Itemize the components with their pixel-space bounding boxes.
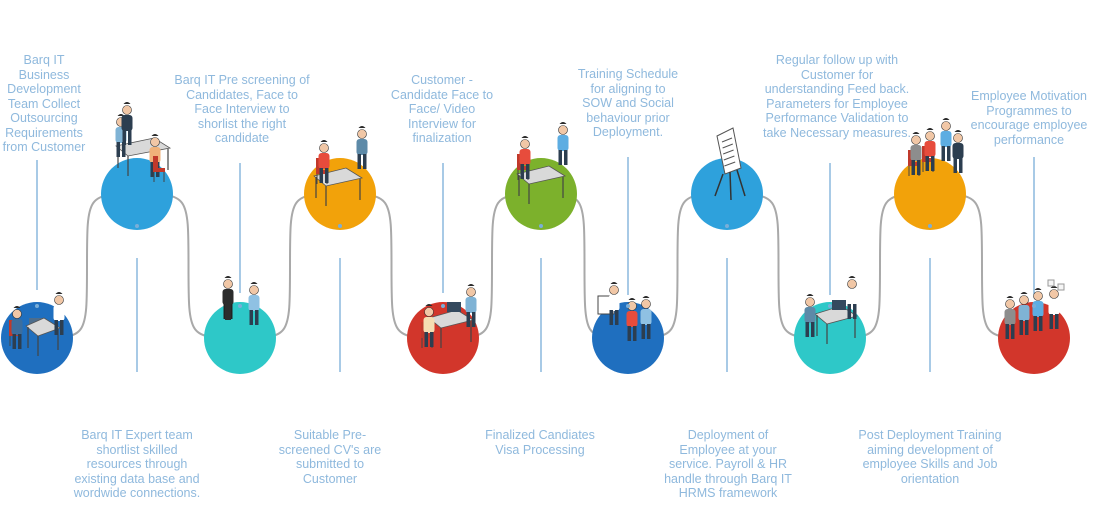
visa-desk-icon xyxy=(516,122,569,204)
step-6-label: Finalized Candiates Visa Processing xyxy=(485,428,595,457)
step-2-label: Barq IT Expert team shortlist skilled re… xyxy=(73,428,201,500)
video-interview-icon xyxy=(421,284,477,348)
process-step-6 xyxy=(505,122,577,372)
step-4-label: Suitable Pre- screened CV's are submitte… xyxy=(278,428,382,486)
training-board-icon xyxy=(597,282,652,341)
process-step-7 xyxy=(592,157,664,374)
step-7-label: Training Schedule for aligning to SOW an… xyxy=(577,67,679,139)
connector-dot xyxy=(626,304,630,308)
step-circle xyxy=(894,158,966,230)
group-training-icon xyxy=(908,118,964,176)
process-step-1 xyxy=(1,160,73,374)
handshake-icon xyxy=(222,276,260,325)
connector-dot xyxy=(539,224,543,228)
step-circle xyxy=(101,158,173,230)
step-11-label: Employee Motivation Programmes to encour… xyxy=(970,89,1088,147)
step-9-label: Regular follow up with Customer for unde… xyxy=(763,53,911,140)
connector-dot xyxy=(238,304,242,308)
flip-chart-icon xyxy=(714,127,746,201)
connector-dot xyxy=(135,224,139,228)
process-step-10 xyxy=(894,118,966,372)
connector-dot xyxy=(338,224,342,228)
step-5-label: Customer - Candidate Face to Face/ Video… xyxy=(390,73,494,145)
step-8-label: Deployment of Employee at your service. … xyxy=(664,428,792,500)
process-step-8 xyxy=(691,127,763,372)
process-step-9 xyxy=(794,163,866,374)
connector-dot xyxy=(1032,304,1036,308)
process-step-4 xyxy=(304,126,376,372)
team-meeting-icon xyxy=(115,102,172,182)
connector-dot xyxy=(35,304,39,308)
follow-up-desk-icon xyxy=(804,276,858,344)
connector-dot xyxy=(828,304,832,308)
connector-dot xyxy=(441,304,445,308)
people-at-desk-icon xyxy=(9,292,65,356)
process-step-5 xyxy=(407,163,479,374)
process-step-3 xyxy=(204,163,276,374)
step-3-label: Barq IT Pre screening of Candidates, Fac… xyxy=(174,73,310,145)
process-step-11 xyxy=(998,157,1070,374)
connector-dot xyxy=(928,224,932,228)
step-circle xyxy=(691,158,763,230)
step-10-label: Post Deployment Training aiming developm… xyxy=(858,428,1002,486)
connector-dot xyxy=(725,224,729,228)
step-1-label: Barq IT Business Development Team Collec… xyxy=(2,53,86,154)
process-step-2 xyxy=(101,102,173,372)
celebration-icon xyxy=(1004,279,1065,339)
step-circle xyxy=(204,302,276,374)
interview-desk-icon xyxy=(313,126,368,206)
